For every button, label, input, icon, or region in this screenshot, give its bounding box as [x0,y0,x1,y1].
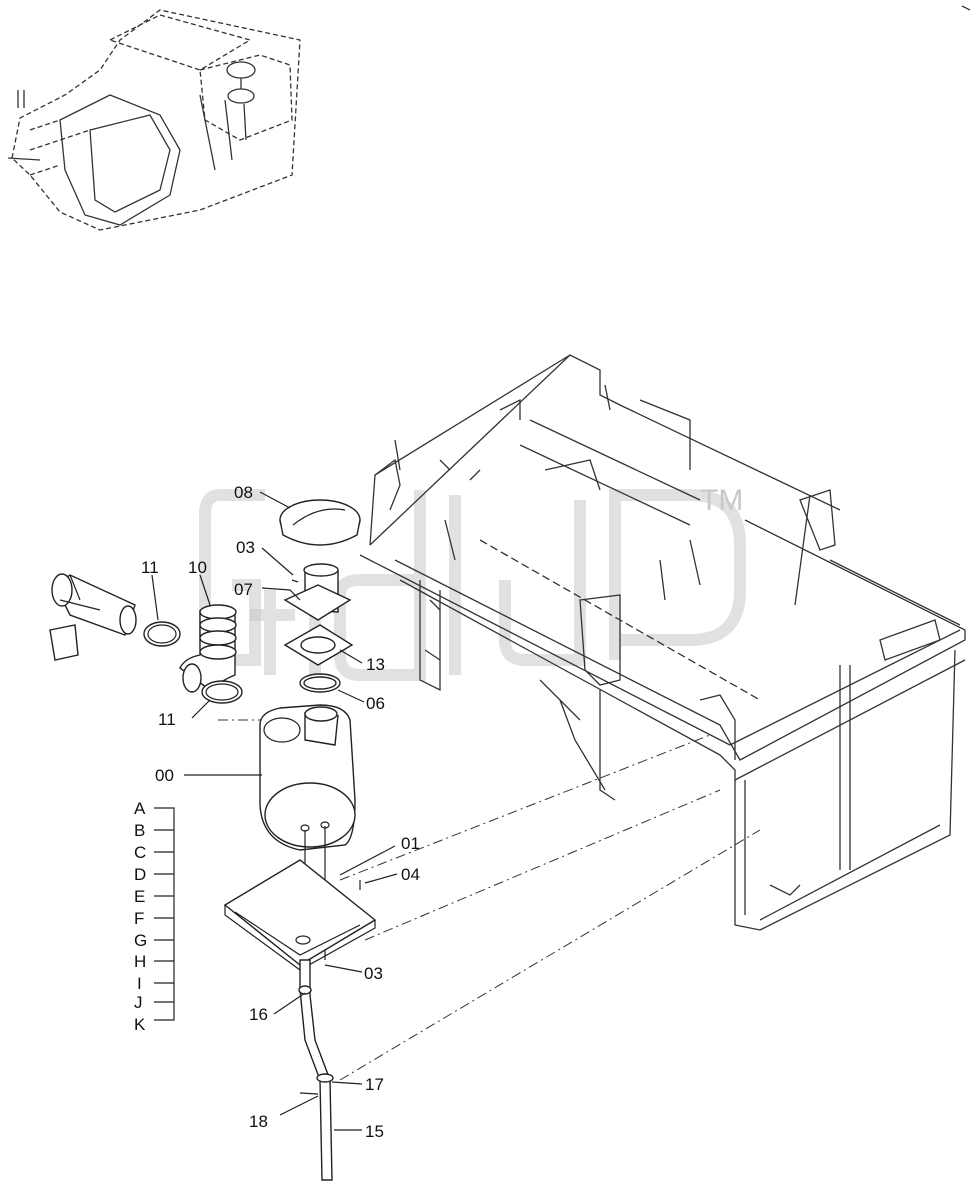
callout-16: 16 [249,1005,268,1024]
callout-04: 04 [401,865,420,884]
variant-letter: J [134,993,143,1012]
callout-15: 15 [365,1122,384,1141]
variant-letter: E [134,887,145,906]
variant-letter: A [134,799,146,818]
variant-letter: H [134,952,146,971]
hose-clamp-upper [143,621,181,647]
mounting-bracket [223,859,377,971]
callout-13: 13 [366,655,385,674]
air-cleaner-cap [279,499,361,546]
variant-ticks [154,829,174,1003]
callout-03-upper: 03 [236,538,255,557]
callout-18: 18 [249,1112,268,1131]
callout-07: 07 [234,580,253,599]
trademark-mark: TM [700,484,743,517]
callout-01: 01 [401,834,420,853]
corner-mark [961,5,971,11]
machine-overview-inset [7,9,301,231]
callout-06: 06 [366,694,385,713]
intake-elbow [179,604,237,693]
variant-letter: C [134,843,146,862]
callout-00: 00 [155,766,174,785]
machine-frame [359,354,966,931]
variant-letter: K [134,1015,146,1034]
hose-clamp-lower [201,680,243,704]
callout-11-upper: 11 [141,558,159,577]
intake-hose [49,573,137,661]
variant-letter: G [134,931,147,950]
drain-tube [298,959,334,1181]
air-cleaner-outlet-pipe [283,563,354,693]
air-cleaner-body [259,704,356,960]
callout-11-lower: 11 [158,710,176,729]
leader-lines [151,491,398,1131]
variant-letter: D [134,865,146,884]
variant-letter: B [134,821,145,840]
callout-03-lower: 03 [364,964,383,983]
callout-17: 17 [365,1075,384,1094]
callout-10: 10 [188,558,207,577]
variant-letter: F [134,909,144,928]
variant-letter: I [137,974,142,993]
callout-08: 08 [234,483,253,502]
